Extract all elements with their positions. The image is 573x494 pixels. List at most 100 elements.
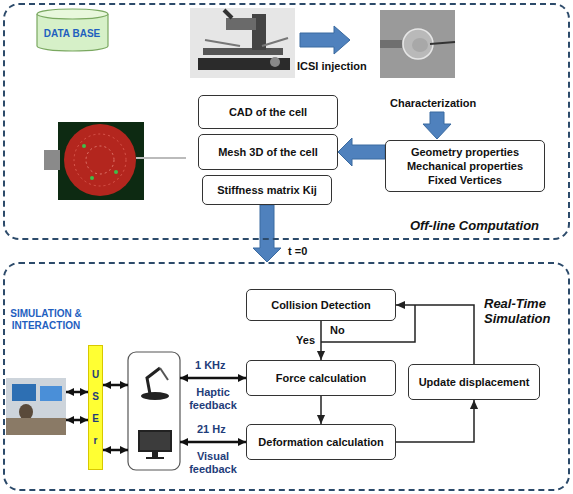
box-text: Update displacement <box>419 375 530 389</box>
block-arrow <box>253 205 281 262</box>
screen <box>12 384 36 401</box>
box-text: DATA BASE <box>44 28 100 39</box>
microscope-base <box>198 58 290 70</box>
connector-line <box>396 305 474 364</box>
fixed-vertex <box>82 144 86 148</box>
region-title: Real-Time Simulation <box>484 296 566 326</box>
eyepiece <box>224 10 232 18</box>
box-text: CAD of the cell <box>229 105 307 119</box>
connector <box>317 396 325 424</box>
two-way-arrow <box>66 419 88 422</box>
connector <box>338 138 385 166</box>
two-way-arrow <box>103 449 128 452</box>
holder <box>44 150 60 170</box>
microscope-photo <box>190 8 295 78</box>
haptic-link <box>180 377 246 380</box>
device-box <box>128 352 180 470</box>
box-text: Force calculation <box>276 371 366 385</box>
cell-sphere <box>64 124 136 196</box>
vertical-label: USEr <box>91 364 101 452</box>
photo-ground <box>380 10 455 78</box>
injection-needle <box>430 42 455 44</box>
monitor <box>138 430 172 452</box>
box-text: Fixed Vertices <box>428 173 502 187</box>
cylinder-top <box>37 9 108 19</box>
box-text: Stiffness matrix Kij <box>217 183 317 197</box>
arrowhead <box>317 351 325 360</box>
process-box: Deformation calculation <box>246 424 396 460</box>
device-panel <box>128 352 180 470</box>
box-text: Mesh 3D of the cell <box>218 145 318 159</box>
screen <box>40 386 62 401</box>
user-bar: USEr <box>88 345 103 470</box>
cell-photo <box>380 10 455 78</box>
process-box: Stiffness matrix Kij <box>202 175 332 205</box>
user-photo <box>6 378 66 435</box>
process-box: Mesh 3D of the cell <box>198 134 338 170</box>
monitor-screen <box>140 432 170 450</box>
cytoplasm <box>412 38 428 52</box>
arrowhead <box>396 301 405 309</box>
block-arrow <box>338 138 385 166</box>
cell-mesh <box>86 146 114 174</box>
visual-link <box>180 441 246 444</box>
annotation-label: Haptic feedback <box>184 386 242 412</box>
connector <box>396 400 478 442</box>
process-box: Collision Detection <box>246 289 396 321</box>
annotation-label: Characterization <box>390 97 476 110</box>
microscope-stage <box>203 48 283 55</box>
microscope-head <box>226 18 256 30</box>
annotation-label: No <box>330 324 345 337</box>
fixed-vertex <box>114 170 118 174</box>
box-text: Mechanical properties <box>407 159 523 173</box>
monitor-foot <box>146 457 164 459</box>
properties-box: Geometry propertiesMechanical properties… <box>385 140 545 192</box>
process-box: Force calculation <box>246 360 396 396</box>
manipulator-arm <box>205 40 240 46</box>
annotation-label: Visual feedback <box>184 450 242 476</box>
photo-ground <box>190 8 295 78</box>
block-arrow <box>300 26 350 54</box>
connector <box>253 205 281 262</box>
two-way-arrow <box>66 391 88 394</box>
process-box: CAD of the cell <box>198 95 338 129</box>
connector-line <box>396 400 474 442</box>
connector <box>396 301 474 364</box>
fixed-vertex <box>90 176 94 180</box>
box-text: Deformation calculation <box>258 435 383 449</box>
picture-ground <box>58 122 144 200</box>
haptic-base <box>141 392 169 400</box>
process-box: Update displacement <box>408 364 540 400</box>
annotation-label: 1 KHz <box>195 359 226 372</box>
realtime-region: Real-Time SimulationUSEr Collision Detect… <box>3 262 570 491</box>
two-way-arrow <box>103 384 128 387</box>
monitor-stand <box>152 452 158 457</box>
haptic-stylus <box>160 368 168 380</box>
oocyte <box>403 29 433 59</box>
cell-mesh <box>74 134 126 186</box>
edge-label: Yes <box>294 334 317 347</box>
desk <box>6 418 66 435</box>
focus-knob <box>270 57 280 67</box>
connector <box>317 321 325 360</box>
block-arrow <box>423 112 451 139</box>
holding-pipette <box>380 40 402 48</box>
arrowhead <box>317 415 325 424</box>
box-text: Geometry properties <box>411 145 519 159</box>
database-cylinder: DATA BASE <box>36 8 109 52</box>
arrowhead <box>470 400 478 409</box>
annotation-label: ICSI injection <box>297 60 367 73</box>
needle <box>136 157 186 159</box>
annotation-label: 21 Hz <box>197 423 226 436</box>
region-title: Off-line Computation <box>410 218 565 233</box>
annotation-label: SIMULATION & INTERACTION <box>6 308 86 332</box>
annotation-label: t =0 <box>288 245 307 258</box>
box-text: Collision Detection <box>271 298 371 312</box>
haptic-arm <box>147 368 160 394</box>
manipulator-arm <box>262 38 288 46</box>
offline-region: Off-line Computation DATA BASE Geometry pr… <box>3 3 570 240</box>
photo-ground <box>6 378 66 435</box>
